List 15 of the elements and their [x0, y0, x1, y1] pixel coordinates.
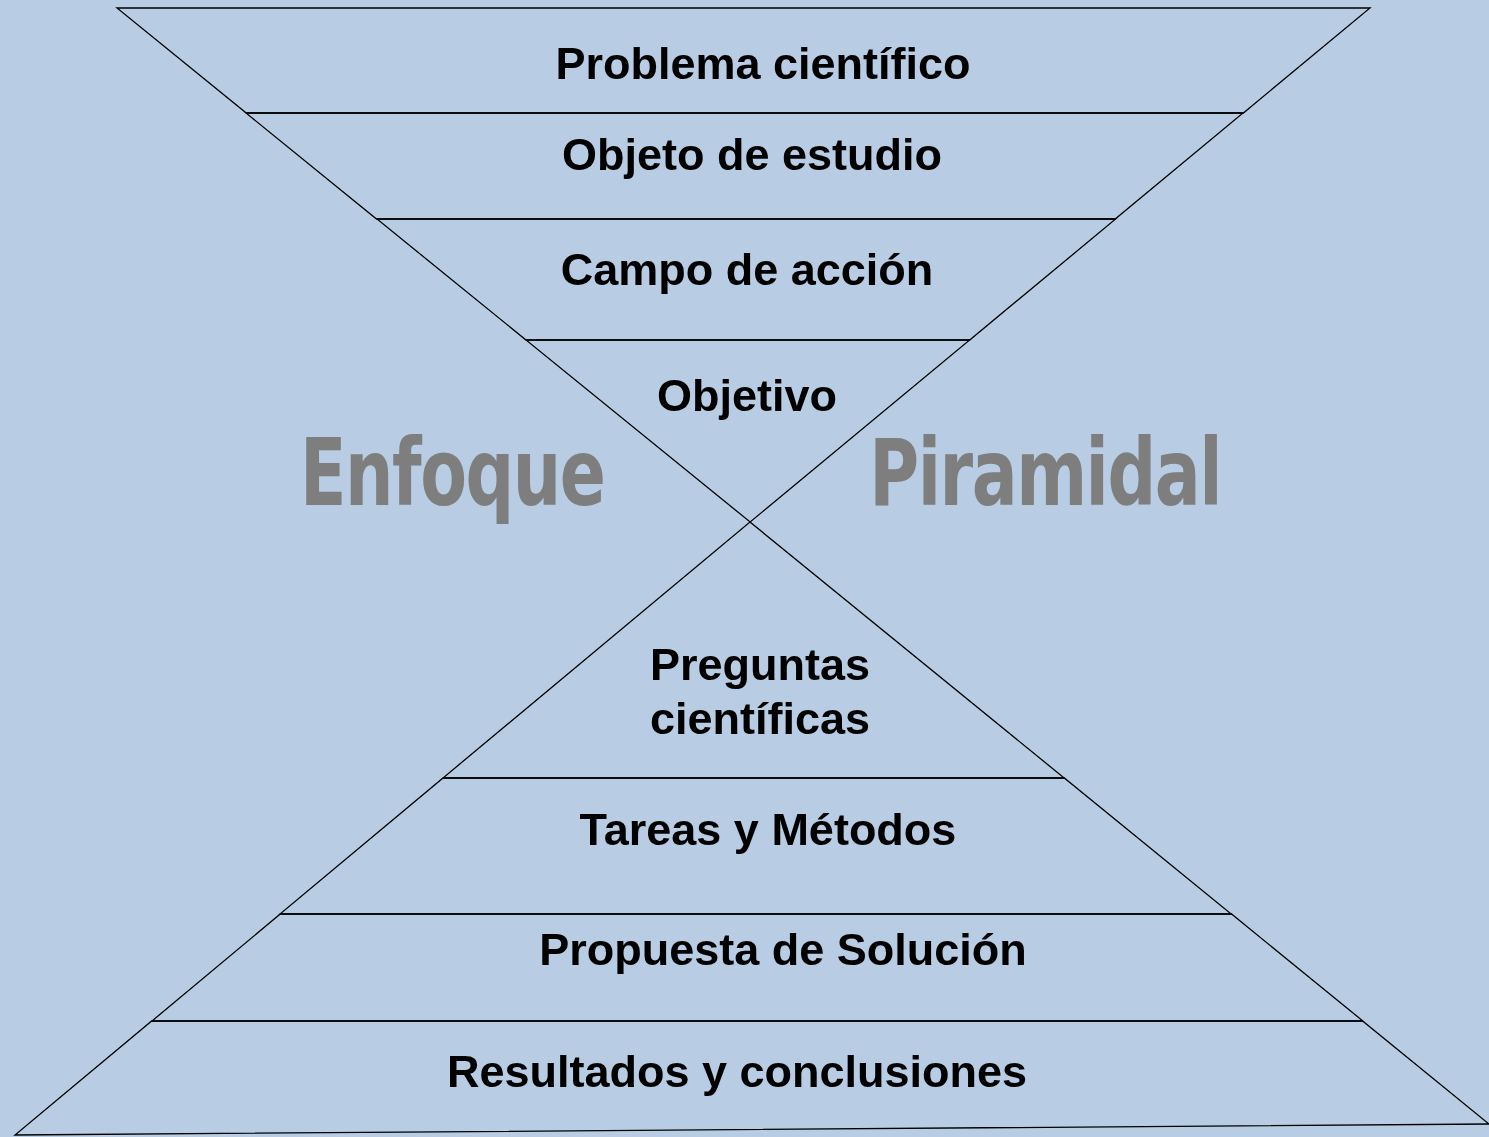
funnel-band — [246, 113, 1244, 219]
funnel-band — [376, 219, 1116, 340]
band-label: Propuesta de Solución — [539, 923, 1027, 977]
funnel-band — [443, 522, 1065, 778]
band-label: Tareas y Métodos — [579, 803, 957, 857]
band-label: Preguntas científicas — [648, 638, 872, 746]
band-label: Problema científico — [555, 37, 971, 91]
band-label: Objeto de estudio — [561, 128, 942, 182]
funnel-band — [15, 1021, 1489, 1135]
funnel-band — [117, 8, 1370, 113]
band-label: Campo de acción — [560, 243, 934, 297]
band-label: Resultados y conclusiones — [446, 1045, 1028, 1099]
funnel-band — [279, 778, 1232, 914]
band-label: Objetivo — [656, 369, 837, 423]
funnel-band — [151, 914, 1363, 1021]
